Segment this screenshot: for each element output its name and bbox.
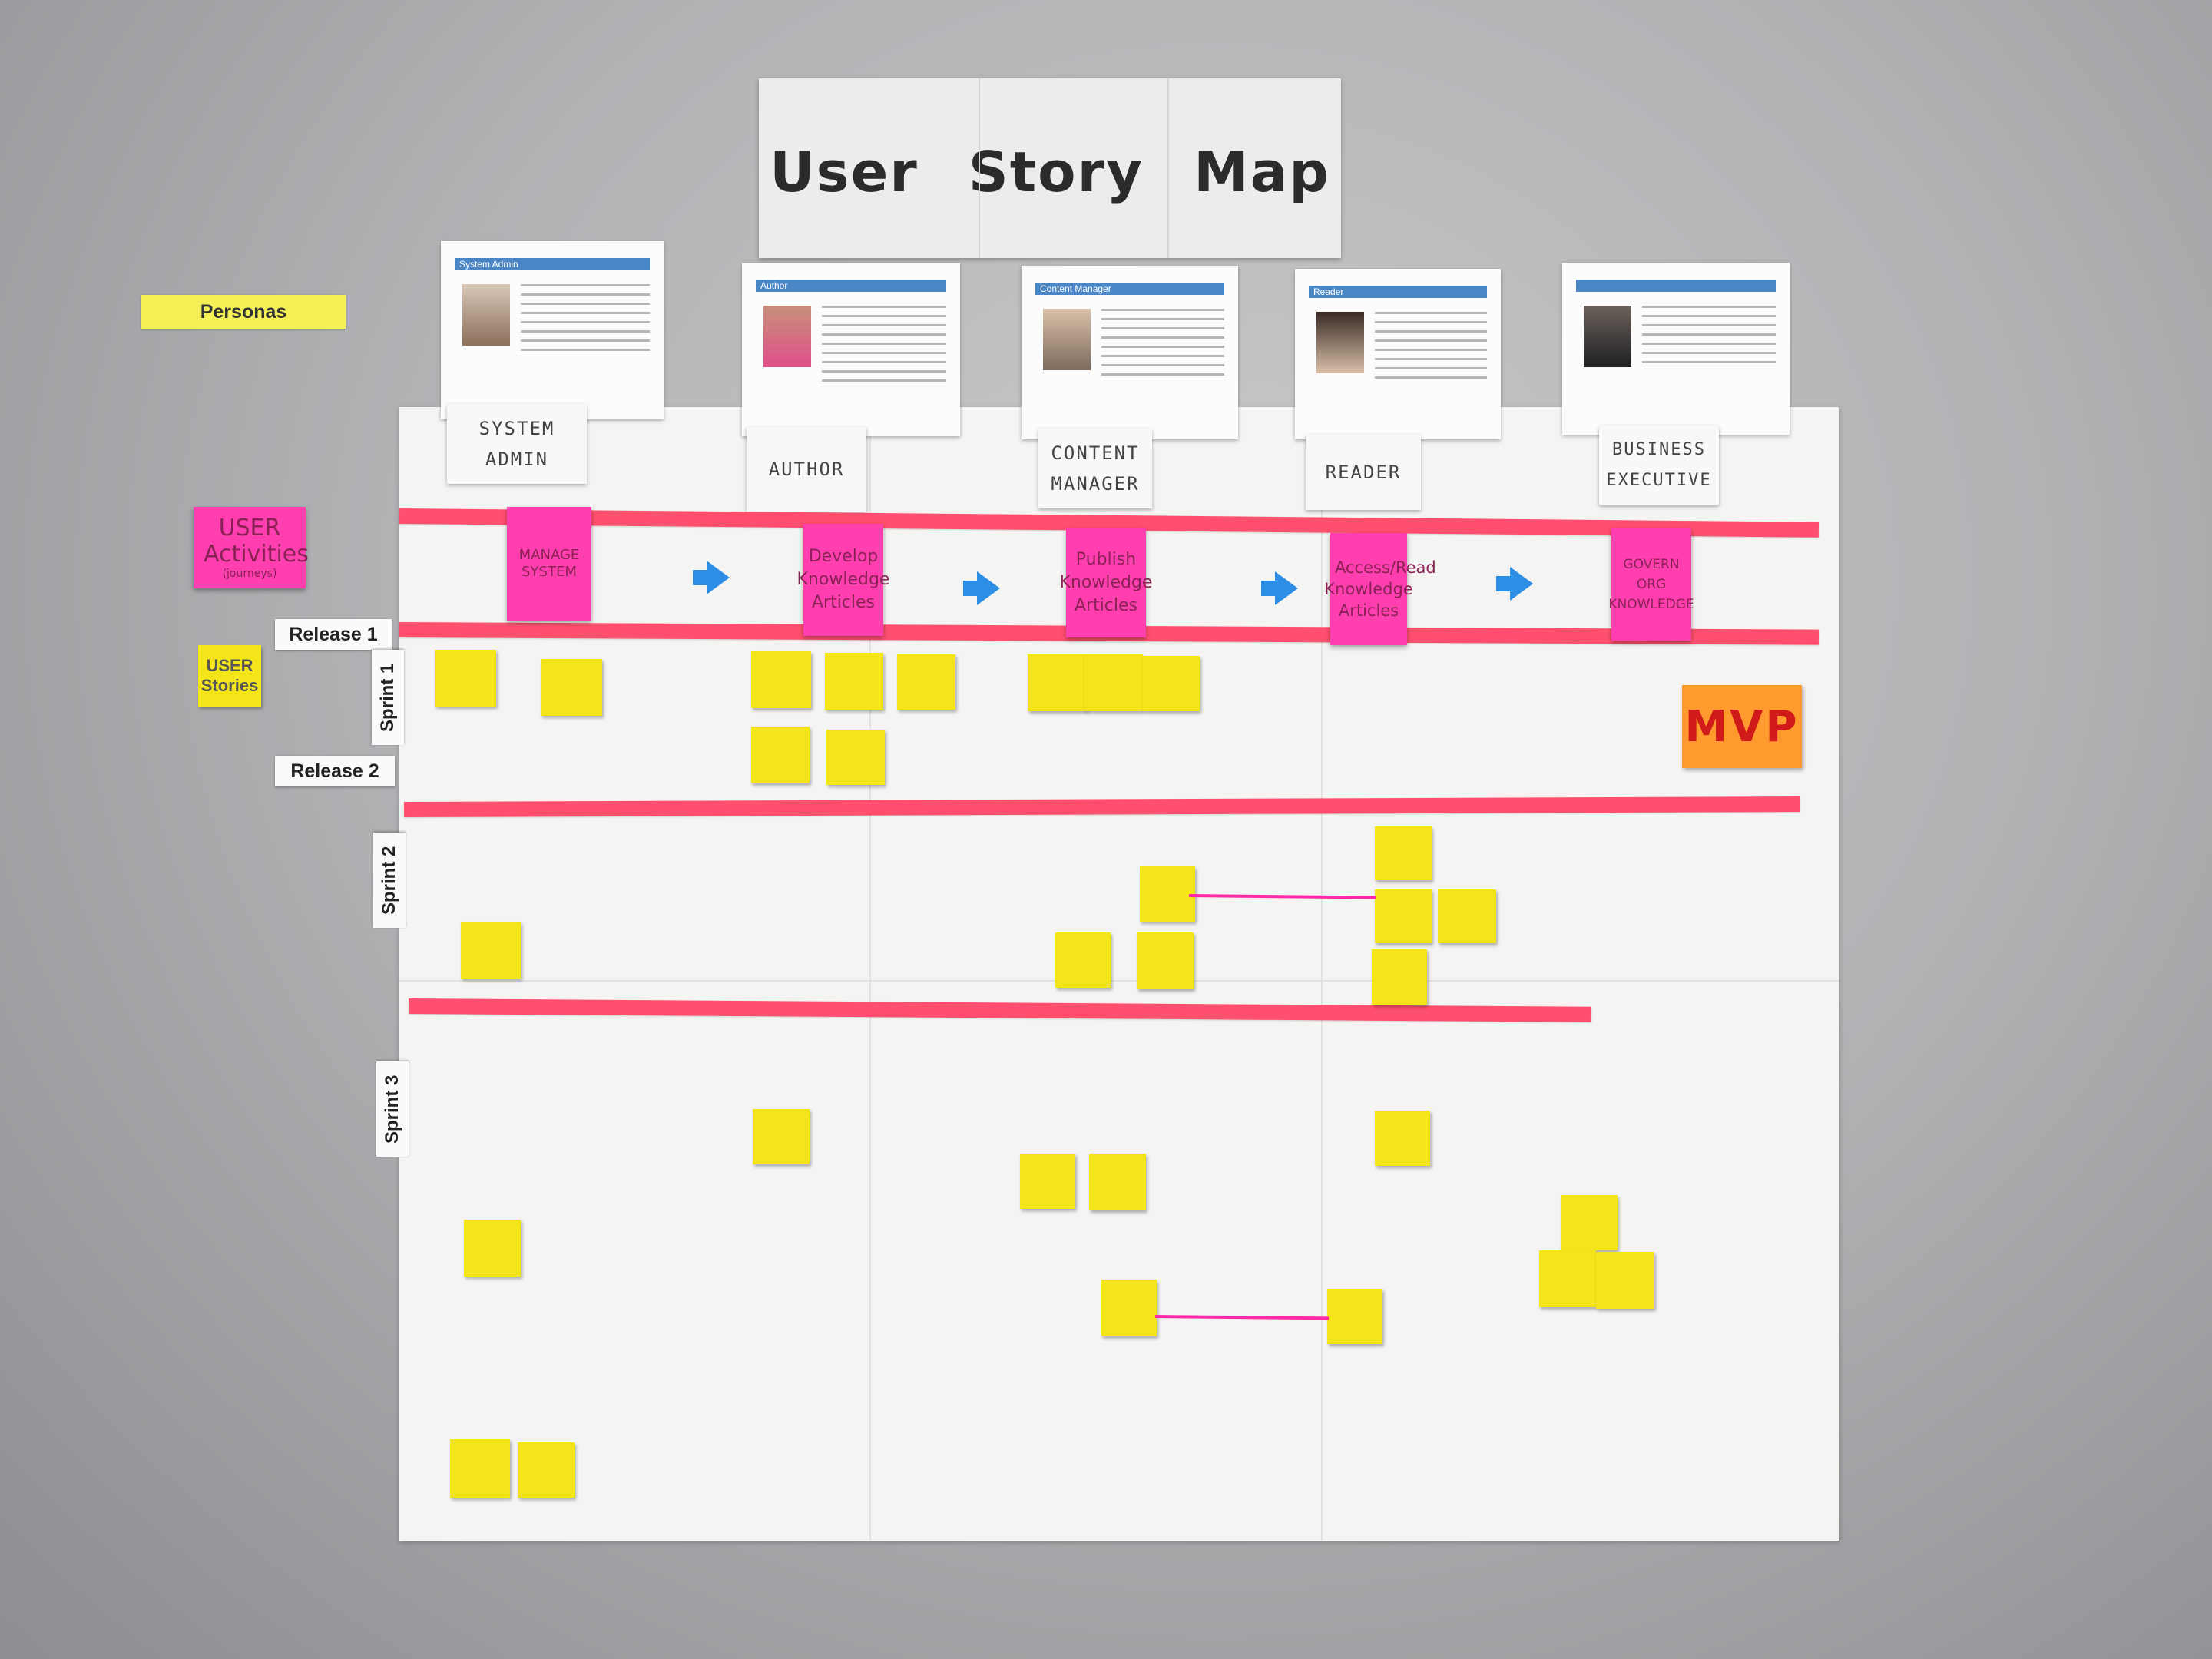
story-note — [1101, 1280, 1157, 1336]
story-note — [825, 653, 883, 710]
role-line: ADMIN — [485, 449, 549, 470]
persona-card-reader: Reader — [1295, 269, 1501, 439]
role-line: BUSINESS — [1612, 440, 1706, 459]
user-activities-legend-sub: (journeys) — [222, 568, 277, 580]
activity-text: SYSTEM — [522, 564, 577, 580]
activity-text: KNOWLEDGE — [1608, 597, 1694, 612]
user-stories-legend-note: USER Stories — [198, 645, 261, 707]
activity-text: Articles — [1074, 596, 1138, 615]
persona-photo — [763, 306, 811, 367]
role-card-reader: READER — [1306, 435, 1421, 510]
story-note — [541, 659, 602, 716]
board-title: User Story Map — [770, 140, 1330, 204]
activity-text: MANAGE — [518, 547, 580, 563]
user-activities-legend-text: USER Activities — [204, 515, 309, 568]
activity-text: Articles — [811, 593, 876, 612]
personas-label: Personas — [141, 295, 346, 329]
story-note — [1539, 1250, 1596, 1307]
story-note — [1084, 654, 1143, 711]
activity-text: GOVERN — [1623, 557, 1680, 572]
persona-card-title: Content Manager — [1035, 283, 1224, 295]
release-2-label: Release 2 — [275, 756, 395, 786]
story-note — [751, 651, 811, 708]
story-note — [464, 1220, 521, 1277]
story-note — [751, 727, 810, 783]
story-note — [1375, 889, 1432, 943]
activity-note-access-read: Access/Read Knowledge Articles — [1324, 533, 1436, 645]
fold-line — [979, 78, 980, 258]
role-line: CONTENT — [1051, 442, 1140, 464]
flow-arrow-icon — [693, 561, 730, 594]
role-card-author: AUTHOR — [747, 427, 866, 512]
persona-photo — [1316, 312, 1364, 373]
story-note — [1028, 654, 1086, 711]
flow-arrow-icon — [1496, 567, 1533, 601]
role-line: READER — [1325, 462, 1402, 483]
activity-note-manage-system: MANAGE SYSTEM — [507, 507, 591, 621]
story-note — [1089, 1154, 1146, 1210]
activity-text: Knowledge — [796, 570, 890, 589]
story-note — [1561, 1195, 1618, 1250]
sprint-2-label: Sprint 2 — [373, 833, 406, 928]
story-note — [1327, 1289, 1382, 1344]
role-line: EXECUTIVE — [1606, 471, 1712, 490]
persona-card-system-admin: System Admin — [441, 241, 664, 419]
activity-note-govern: GOVERN ORG KNOWLEDGE — [1608, 528, 1694, 641]
role-line: MANAGER — [1051, 473, 1140, 495]
activity-text: Access/Read — [1335, 558, 1436, 577]
sprint-3-label: Sprint 3 — [376, 1061, 409, 1157]
user-activities-legend-note: USER Activities (journeys) — [194, 507, 309, 588]
role-card-content-manager: CONTENT MANAGER — [1038, 429, 1152, 508]
persona-photo — [1043, 309, 1091, 370]
role-line: AUTHOR — [768, 459, 845, 480]
activity-text: Articles — [1338, 601, 1399, 620]
persona-photo — [1584, 306, 1631, 367]
activity-note-publish: Publish Knowledge Articles — [1060, 528, 1152, 637]
story-note — [1375, 1111, 1430, 1166]
story-note — [518, 1442, 575, 1498]
release-1-label: Release 1 — [275, 619, 392, 650]
story-note — [1055, 932, 1111, 988]
fold-line — [1167, 78, 1169, 258]
story-note — [1143, 656, 1200, 711]
persona-card-title — [1576, 280, 1776, 292]
persona-card-author: Author — [742, 263, 960, 436]
story-note — [1375, 826, 1432, 880]
story-note — [1372, 949, 1427, 1005]
role-card-business-executive: BUSINESS EXECUTIVE — [1599, 426, 1719, 505]
activity-text: Publish — [1075, 550, 1137, 569]
story-note — [461, 922, 521, 979]
story-note — [1020, 1154, 1075, 1209]
activity-text: Develop — [808, 547, 879, 566]
flow-arrow-icon — [963, 571, 1000, 605]
persona-card-title: Reader — [1309, 286, 1487, 298]
activity-text: Knowledge — [1324, 580, 1413, 598]
story-note — [826, 730, 885, 785]
story-note — [1596, 1252, 1654, 1309]
story-note — [1438, 889, 1496, 943]
story-note — [753, 1109, 810, 1164]
role-card-system-admin: SYSTEM ADMIN — [447, 404, 587, 484]
activity-note-develop: Develop Knowledge Articles — [797, 524, 889, 636]
persona-card-title: Author — [756, 280, 946, 292]
persona-card-content-manager: Content Manager — [1022, 266, 1238, 439]
activity-text: Knowledge — [1059, 573, 1153, 592]
story-note — [435, 650, 496, 707]
title-sheet: User Story Map — [759, 78, 1341, 258]
persona-card-title: System Admin — [455, 258, 650, 270]
activity-text: ORG — [1636, 577, 1667, 592]
story-note — [1137, 932, 1194, 989]
sprint-1-label: Sprint 1 — [372, 650, 404, 745]
flow-arrow-icon — [1261, 571, 1298, 605]
persona-photo — [462, 284, 510, 346]
story-note — [897, 654, 955, 710]
role-line: SYSTEM — [478, 418, 555, 439]
mvp-note: MVP — [1682, 685, 1802, 768]
story-note — [1140, 866, 1195, 922]
story-note — [450, 1439, 510, 1498]
persona-card-business-executive — [1562, 263, 1790, 435]
